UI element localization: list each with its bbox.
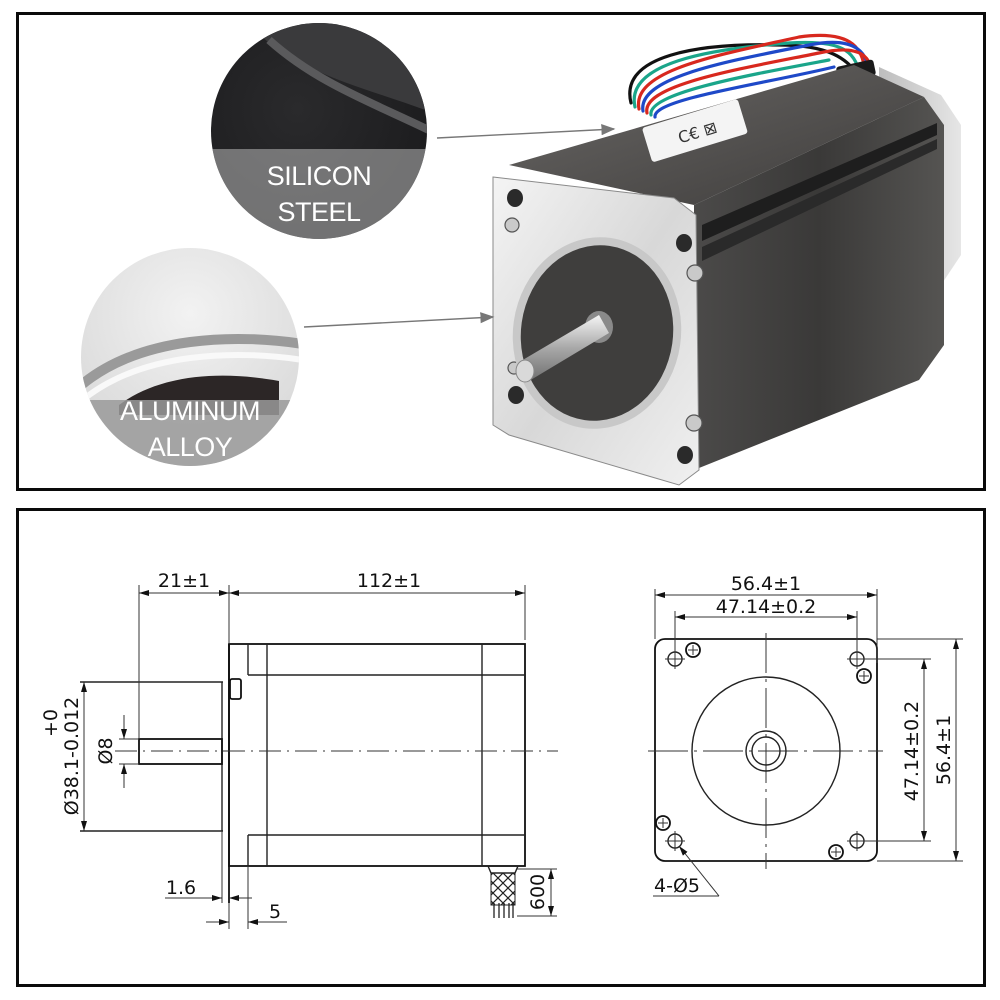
- dim-front-cap: 5: [269, 901, 281, 923]
- product-photo-panel: C€ ⊠: [16, 12, 986, 491]
- lead-wire-braid: [490, 872, 516, 906]
- callout-arrow-silicon-steel: [436, 124, 616, 139]
- svg-text:SILICON: SILICON: [267, 161, 372, 191]
- motor-wires: [628, 33, 875, 119]
- callout-aluminum-alloy: ALUMINUM ALLOY: [81, 248, 299, 466]
- dim-overall-width: 56.4±1: [731, 573, 801, 595]
- dim-hole-spacing-v: 47.14±0.2: [901, 701, 923, 802]
- front-view-dimensions: 56.4±1 47.14±0.2 47.14±0.2 56.4±1 4-Ø5: [653, 573, 963, 897]
- product-photo: C€ ⊠: [81, 23, 961, 486]
- svg-text:ALLOY: ALLOY: [148, 432, 233, 462]
- dim-shaft-diameter: Ø8: [95, 737, 117, 764]
- technical-drawing-panel: 21±1 112±1 Ø8 Ø38.1-0.012 +0 1.6: [16, 508, 986, 987]
- dim-lead-length: 600: [527, 874, 549, 910]
- flange-screws-drawing: [655, 642, 872, 860]
- dim-flange-thickness: 1.6: [166, 877, 196, 899]
- callout-arrow-aluminum-alloy: [303, 312, 495, 328]
- dim-mounting-holes: 4-Ø5: [654, 875, 700, 897]
- dim-boss-tolerance: +0: [40, 709, 62, 737]
- dim-hole-spacing-h: 47.14±0.2: [716, 596, 817, 618]
- dim-shaft-length: 21±1: [158, 570, 210, 592]
- side-view-dimensions: 21±1 112±1 Ø8 Ø38.1-0.012 +0 1.6: [40, 570, 557, 929]
- dim-body-length: 112±1: [357, 570, 421, 592]
- flange-mounting-holes: [507, 189, 693, 464]
- dim-boss-diameter: Ø38.1-0.012: [61, 697, 83, 816]
- motor-shaft: [515, 315, 609, 383]
- motor-body-side: [694, 97, 944, 470]
- svg-text:ALUMINUM: ALUMINUM: [120, 396, 260, 426]
- svg-text:STEEL: STEEL: [277, 197, 361, 227]
- front-view: [648, 633, 883, 869]
- flange-screws: [504, 217, 704, 432]
- side-view: [80, 643, 558, 918]
- dim-overall-height: 56.4±1: [933, 715, 955, 785]
- ce-label: C€ ⊠: [642, 99, 748, 162]
- dimension-drawing: 21±1 112±1 Ø8 Ø38.1-0.012 +0 1.6: [40, 570, 963, 929]
- callout-silicon-steel: SILICON STEEL: [211, 23, 427, 239]
